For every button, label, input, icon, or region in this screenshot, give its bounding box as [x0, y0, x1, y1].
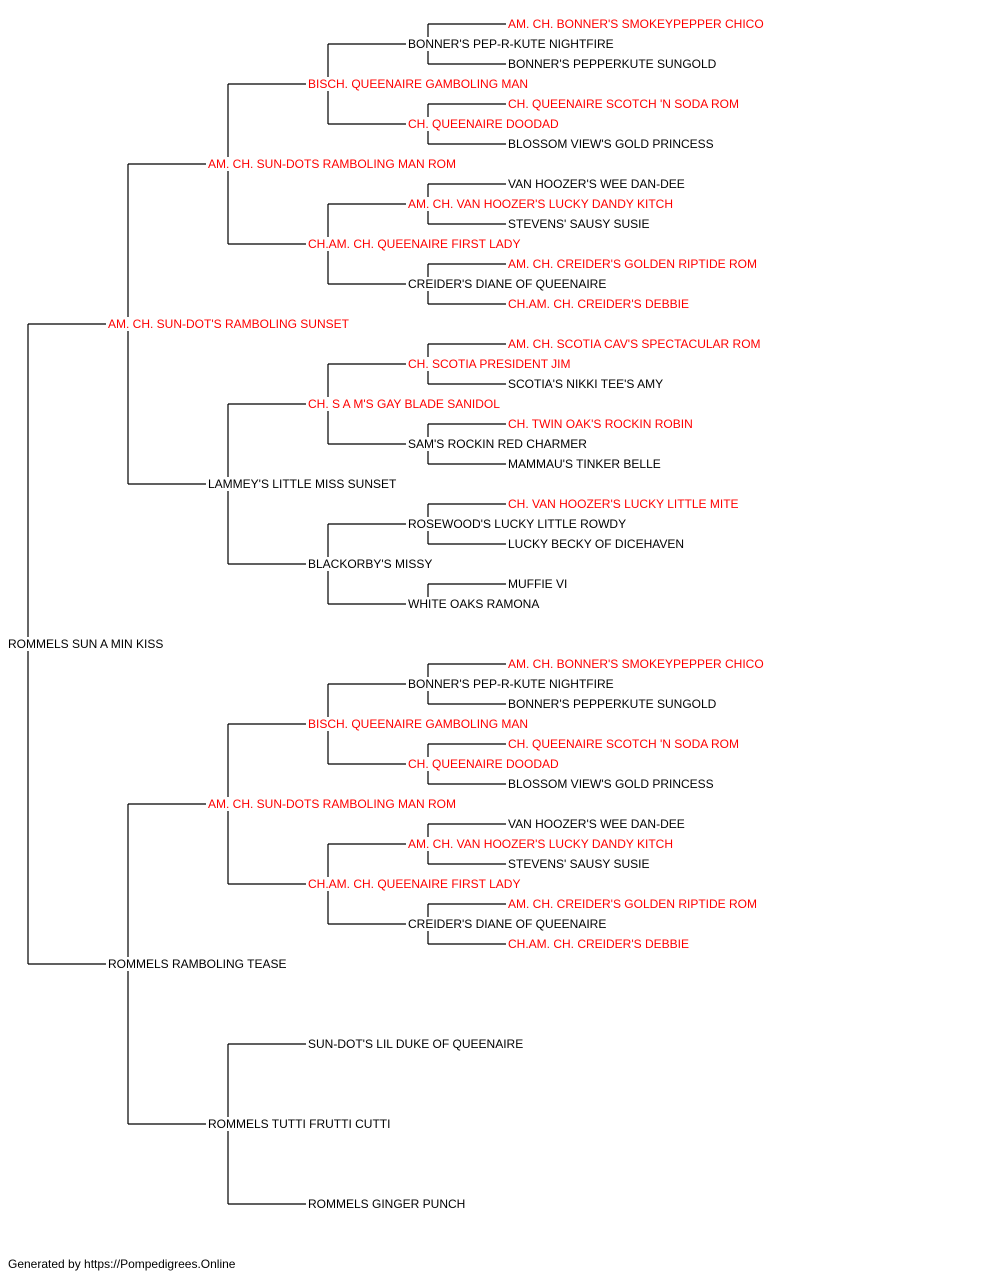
pedigree-node-pedigree.dam.sire.sire.dam.sire[interactable]: CH. QUEENAIRE SCOTCH 'N SODA ROM [506, 737, 741, 751]
pedigree-node-pedigree.sire.sire.sire.sire[interactable]: BONNER'S PEP-R-KUTE NIGHTFIRE [406, 37, 616, 51]
pedigree-node-pedigree.dam.sire.sire.sire[interactable]: BONNER'S PEP-R-KUTE NIGHTFIRE [406, 677, 616, 691]
pedigree-node-pedigree.dam.sire.dam.dam.dam[interactable]: CH.AM. CH. CREIDER'S DEBBIE [506, 937, 691, 951]
pedigree-node-pedigree[interactable]: ROMMELS SUN A MIN KISS [6, 637, 166, 651]
pedigree-node-pedigree.sire.sire.sire.dam.dam[interactable]: BLOSSOM VIEW'S GOLD PRINCESS [506, 137, 716, 151]
pedigree-node-pedigree.sire.dam.dam.dam[interactable]: WHITE OAKS RAMONA [406, 597, 542, 611]
pedigree-node-pedigree.sire.dam.sire.dam[interactable]: SAM'S ROCKIN RED CHARMER [406, 437, 589, 451]
pedigree-node-pedigree.sire.sire.dam.sire.sire[interactable]: VAN HOOZER'S WEE DAN-DEE [506, 177, 687, 191]
pedigree-node-pedigree.sire.dam.dam.dam.sire[interactable]: MUFFIE VI [506, 577, 570, 591]
pedigree-node-pedigree.sire.sire.dam.dam.sire[interactable]: AM. CH. CREIDER'S GOLDEN RIPTIDE ROM [506, 257, 759, 271]
pedigree-node-pedigree.sire.dam.sire[interactable]: CH. S A M'S GAY BLADE SANIDOL [306, 397, 502, 411]
pedigree-node-pedigree.sire.sire.sire.dam[interactable]: CH. QUEENAIRE DOODAD [406, 117, 561, 131]
pedigree-node-pedigree.dam.dam.dam[interactable]: ROMMELS GINGER PUNCH [306, 1197, 468, 1211]
pedigree-node-pedigree.sire.sire[interactable]: AM. CH. SUN-DOTS RAMBOLING MAN ROM [206, 157, 459, 171]
pedigree-node-pedigree.dam.sire[interactable]: AM. CH. SUN-DOTS RAMBOLING MAN ROM [206, 797, 459, 811]
pedigree-node-pedigree.sire.sire.dam.sire.dam[interactable]: STEVENS' SAUSY SUSIE [506, 217, 652, 231]
pedigree-node-pedigree.dam.sire.dam.sire[interactable]: AM. CH. VAN HOOZER'S LUCKY DANDY KITCH [406, 837, 676, 851]
pedigree-node-pedigree.sire.sire.sire.dam.sire[interactable]: CH. QUEENAIRE SCOTCH 'N SODA ROM [506, 97, 741, 111]
pedigree-node-pedigree.sire.sire.sire.sire.sire[interactable]: AM. CH. BONNER'S SMOKEYPEPPER CHICO [506, 17, 766, 31]
pedigree-node-pedigree.dam.sire.sire.dam.dam[interactable]: BLOSSOM VIEW'S GOLD PRINCESS [506, 777, 716, 791]
pedigree-node-pedigree.dam.sire.dam.dam.sire[interactable]: AM. CH. CREIDER'S GOLDEN RIPTIDE ROM [506, 897, 759, 911]
pedigree-node-pedigree.sire.dam.sire.sire.sire[interactable]: AM. CH. SCOTIA CAV'S SPECTACULAR ROM [506, 337, 763, 351]
pedigree-node-pedigree.sire.sire.dam.dam[interactable]: CREIDER'S DIANE OF QUEENAIRE [406, 277, 609, 291]
pedigree-node-pedigree.sire.dam.dam.sire[interactable]: ROSEWOOD'S LUCKY LITTLE ROWDY [406, 517, 629, 531]
pedigree-node-pedigree.dam.sire.sire.sire.sire[interactable]: AM. CH. BONNER'S SMOKEYPEPPER CHICO [506, 657, 766, 671]
pedigree-node-pedigree.dam.dam[interactable]: ROMMELS TUTTI FRUTTI CUTTI [206, 1117, 393, 1131]
pedigree-node-pedigree.sire.dam.dam[interactable]: BLACKORBY'S MISSY [306, 557, 435, 571]
pedigree-node-pedigree.sire.sire.sire.sire.dam[interactable]: BONNER'S PEPPERKUTE SUNGOLD [506, 57, 719, 71]
pedigree-node-pedigree.sire.dam.sire.dam.sire[interactable]: CH. TWIN OAK'S ROCKIN ROBIN [506, 417, 695, 431]
pedigree-node-pedigree.dam.sire.sire.sire.dam[interactable]: BONNER'S PEPPERKUTE SUNGOLD [506, 697, 719, 711]
pedigree-node-pedigree.sire.sire.sire[interactable]: BISCH. QUEENAIRE GAMBOLING MAN [306, 77, 531, 91]
pedigree-node-pedigree.sire.sire.dam.dam.dam[interactable]: CH.AM. CH. CREIDER'S DEBBIE [506, 297, 691, 311]
pedigree-node-pedigree.dam[interactable]: ROMMELS RAMBOLING TEASE [106, 957, 289, 971]
pedigree-node-pedigree.sire.dam[interactable]: LAMMEY'S LITTLE MISS SUNSET [206, 477, 399, 491]
pedigree-node-pedigree.sire.sire.dam.sire[interactable]: AM. CH. VAN HOOZER'S LUCKY DANDY KITCH [406, 197, 676, 211]
generated-by-footer: Generated by https://Pompedigrees.Online [8, 1257, 236, 1271]
pedigree-node-pedigree.sire[interactable]: AM. CH. SUN-DOT'S RAMBOLING SUNSET [106, 317, 351, 331]
pedigree-node-pedigree.sire.dam.dam.sire.sire[interactable]: CH. VAN HOOZER'S LUCKY LITTLE MITE [506, 497, 741, 511]
pedigree-node-pedigree.dam.sire.dam.dam[interactable]: CREIDER'S DIANE OF QUEENAIRE [406, 917, 609, 931]
pedigree-node-pedigree.sire.sire.dam[interactable]: CH.AM. CH. QUEENAIRE FIRST LADY [306, 237, 523, 251]
pedigree-node-pedigree.dam.sire.dam[interactable]: CH.AM. CH. QUEENAIRE FIRST LADY [306, 877, 523, 891]
pedigree-node-pedigree.dam.sire.dam.sire.dam[interactable]: STEVENS' SAUSY SUSIE [506, 857, 652, 871]
pedigree-node-pedigree.sire.dam.sire.dam.dam[interactable]: MAMMAU'S TINKER BELLE [506, 457, 663, 471]
pedigree-node-pedigree.dam.dam.sire[interactable]: SUN-DOT'S LIL DUKE OF QUEENAIRE [306, 1037, 526, 1051]
pedigree-node-pedigree.dam.sire.sire.dam[interactable]: CH. QUEENAIRE DOODAD [406, 757, 561, 771]
pedigree-node-pedigree.sire.dam.sire.sire[interactable]: CH. SCOTIA PRESIDENT JIM [406, 357, 573, 371]
pedigree-node-pedigree.dam.sire.dam.sire.sire[interactable]: VAN HOOZER'S WEE DAN-DEE [506, 817, 687, 831]
pedigree-node-pedigree.sire.dam.dam.sire.dam[interactable]: LUCKY BECKY OF DICEHAVEN [506, 537, 687, 551]
pedigree-node-pedigree.sire.dam.sire.sire.dam[interactable]: SCOTIA'S NIKKI TEE'S AMY [506, 377, 666, 391]
pedigree-node-pedigree.dam.sire.sire[interactable]: BISCH. QUEENAIRE GAMBOLING MAN [306, 717, 531, 731]
